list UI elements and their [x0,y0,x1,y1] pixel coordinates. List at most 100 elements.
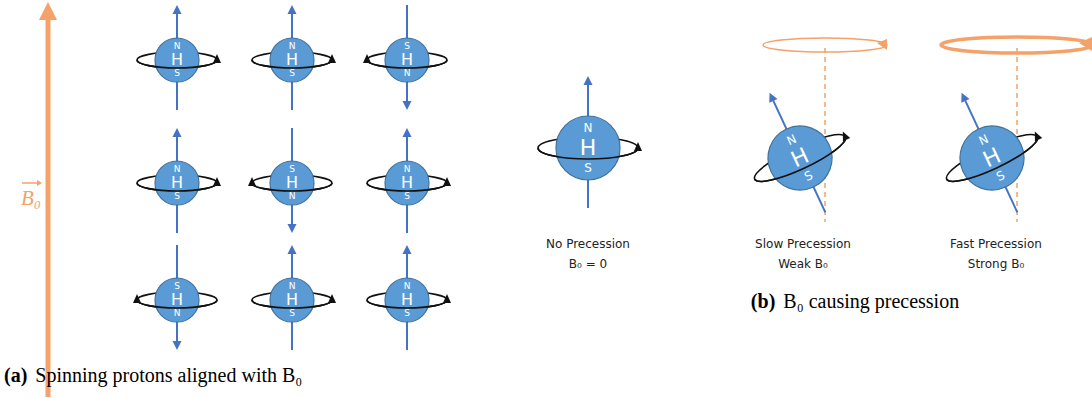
proton-sphere [155,161,199,205]
element-symbol: H [286,175,298,191]
element-symbol: H [286,52,298,68]
spin-orbit [137,52,217,68]
vector-mark-head [37,180,42,186]
proton-sphere [155,38,199,82]
element-symbol: H [580,137,597,159]
spin-axis-head [403,101,412,110]
spin-orbit [367,175,447,191]
spin-axis-head [957,91,969,103]
spin-orbit-head [634,142,642,151]
spin-orbit-head [1031,130,1042,142]
annotation-label: Fast Precession [950,238,1042,252]
spin-axis-head [403,128,412,137]
spin-orbit-head [213,177,221,186]
precession-arrow-head [1079,37,1092,51]
spin-orbit-head [363,54,371,63]
spin-axis-head [173,341,182,350]
proton-node: NHS [555,115,621,181]
caption-text: (a) [4,364,27,387]
annotation-label: No Precession [546,238,630,252]
caption-text: Spinning protons aligned with B₀ [35,364,302,387]
spin-axis-head [584,76,593,85]
proton-sphere [757,115,842,200]
spin-axis-head [288,224,297,233]
pole-label: N [289,42,296,51]
precession-orbit [941,37,1092,53]
proton-node: NHS [269,37,315,83]
element-symbol: H [171,52,183,68]
spin-orbit-front [947,137,1042,189]
proton-sphere [385,161,429,205]
spin-orbit-head [443,294,451,303]
element-symbol: H [401,292,413,308]
proton-sphere [155,278,199,322]
proton-node: NHS [154,160,200,206]
proton-node: NHS [154,37,200,83]
precession-orbit [763,38,887,52]
spin-orbit-head [213,54,221,63]
spin-axis-head [288,5,297,14]
annotation-label: Slow Precession [755,238,851,252]
pole-label: N [174,165,181,174]
spin-orbit [252,292,332,308]
element-symbol: H [286,292,298,308]
pole-label: S [289,165,295,174]
spin-orbit [252,175,332,191]
pole-label: N [404,282,411,291]
spin-orbit [252,52,332,68]
spin-axis-head [173,128,182,137]
spin-axis-head [765,91,777,103]
proton-sphere [270,161,314,205]
annotation-label: B₀ = 0 [569,258,607,272]
pole-label: S [174,69,180,78]
spin-orbit [137,292,217,308]
spin-orbit [367,292,447,308]
element-symbol: H [401,175,413,191]
proton-node: NHS [948,114,1036,202]
caption-text: B₀ causing precession [783,290,959,313]
annotation-label: Weak B₀ [778,258,828,272]
proton-sphere [385,278,429,322]
pole-label: S [174,192,180,201]
pole-label: N [584,122,593,134]
proton-node: SHN [384,37,430,83]
caption-text: (b) [751,290,775,313]
pole-label: N [404,165,411,174]
proton-sphere [270,278,314,322]
proton-node: SHN [154,277,200,323]
proton-sphere [385,38,429,82]
proton-node: NHS [384,160,430,206]
spin-orbit-head [839,130,850,142]
proton-node: NHS [269,277,315,323]
element-symbol: H [171,292,183,308]
pole-label: N [174,42,181,51]
proton-node: SHN [269,160,315,206]
spin-orbit-head [328,54,336,63]
spin-axis-head [288,245,297,254]
precession-arrow-head [877,39,887,50]
proton-node: NHS [384,277,430,323]
field-label: B₀ [21,186,41,210]
field-arrow-head [39,2,57,20]
pole-label: S [404,192,410,201]
proton-node: NHS [756,114,844,202]
pole-label: S [404,42,410,51]
spin-orbit [538,137,638,159]
pole-label: S [289,69,295,78]
proton-sphere [270,38,314,82]
spin-orbit [367,52,447,68]
element-symbol: H [401,52,413,68]
spin-orbit-head [443,177,451,186]
pole-label: N [404,69,411,78]
proton-sphere [556,116,620,180]
proton-sphere [949,115,1034,200]
pole-label: N [289,282,296,291]
pole-label: S [404,309,410,318]
spin-orbit-head [328,294,336,303]
precession-axis [1016,48,1018,222]
pole-label: S [584,162,592,174]
element-symbol: H [171,175,183,191]
spin-orbit-front [755,137,850,189]
annotation-label: Strong B₀ [968,258,1024,272]
